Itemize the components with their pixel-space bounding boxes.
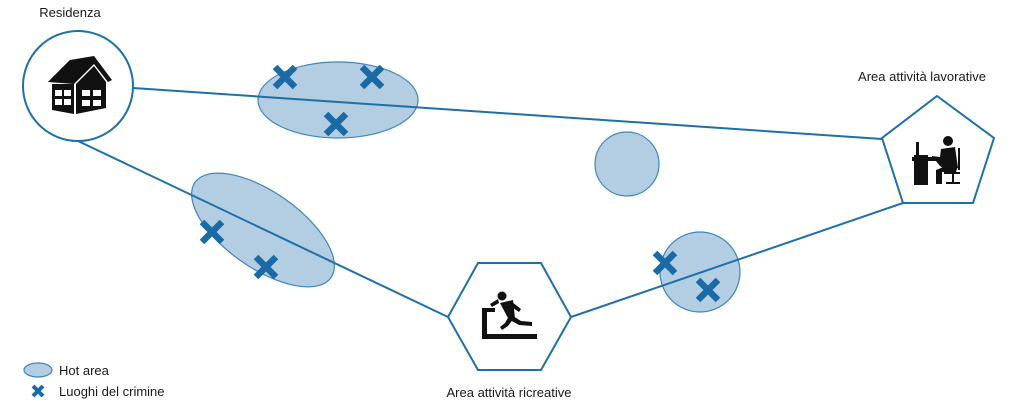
work-pentagon (880, 94, 996, 204)
crime-x-icon (272, 64, 298, 90)
legend-item-crime: Luoghi del crimine (31, 384, 165, 399)
legend-hot-area-label: Hot area (59, 363, 110, 378)
node-work: Area attività lavorative (858, 69, 996, 204)
crime-x-icon (199, 219, 225, 245)
route-residence-recreation (77, 140, 449, 318)
residence-label: Residenza (39, 5, 101, 20)
crime-x-icon (652, 250, 678, 276)
crime-x-icon (253, 254, 279, 280)
node-residence: Residenza (22, 5, 134, 142)
legend: Hot area Luoghi del crimine (23, 362, 165, 399)
node-recreation: Area attività ricreative (447, 262, 573, 400)
crime-x-icon (359, 64, 385, 90)
crime-x-icon (323, 111, 349, 137)
crime-x-icon (31, 384, 45, 398)
crime-x-icon (695, 277, 721, 303)
legend-crime-label: Luoghi del crimine (59, 384, 165, 399)
hot-area (594, 131, 660, 197)
hot-area-ellipse-icon (23, 362, 53, 378)
legend-item-hot-area: Hot area (23, 362, 110, 378)
work-label: Area attività lavorative (858, 69, 986, 84)
crime-markers (199, 64, 721, 303)
route-residence-work (132, 87, 883, 140)
house-icon (48, 56, 112, 114)
recreation-label: Area attività ricreative (447, 385, 572, 400)
office-worker-icon (912, 136, 960, 185)
route-recreation-work (570, 202, 904, 318)
treadmill-runner-icon (482, 291, 537, 339)
